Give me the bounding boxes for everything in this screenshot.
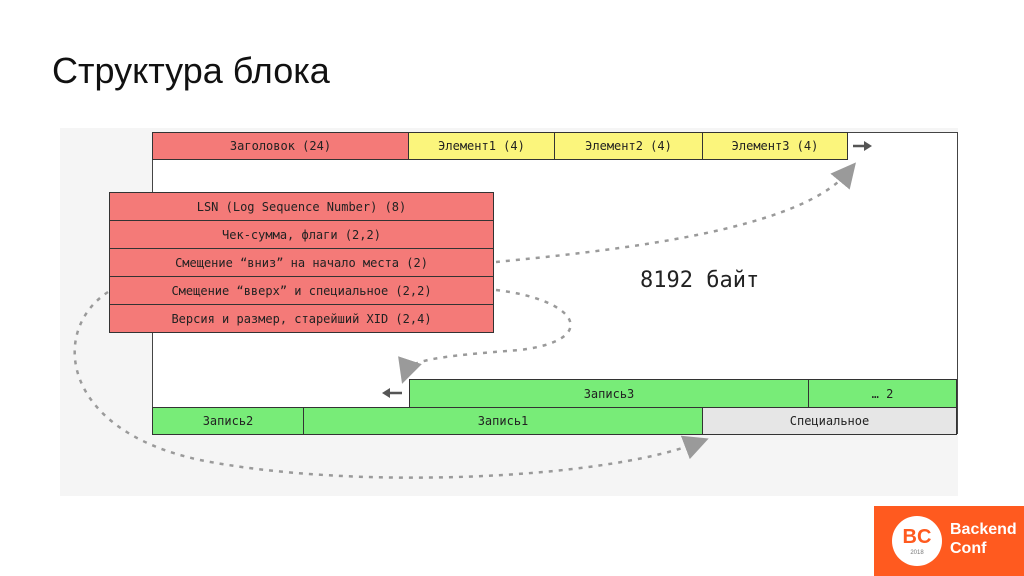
header-field-version-xid: Версия и размер, старейший XID (2,4): [109, 304, 494, 333]
lower-pointer-connector: [495, 162, 856, 264]
page-size-label: 8192 байт: [640, 268, 760, 293]
logo-wordmark: Backend Conf: [950, 520, 1017, 558]
backendconf-logo: BC 2018 Backend Conf: [874, 506, 1024, 576]
header-field-lsn: LSN (Log Sequence Number) (8): [109, 192, 494, 221]
item-pointer-1: Элемент1 (4): [408, 132, 555, 160]
slide-title: Структура блока: [52, 50, 330, 91]
logo-line2: Conf: [950, 540, 987, 557]
logo-mark-text: BC: [902, 525, 932, 548]
upper-pointer-connector: [398, 288, 572, 384]
special-pointer-connector: [73, 290, 709, 479]
logo-line1: Backend: [950, 521, 1017, 538]
tuple-2: Запись2: [152, 407, 304, 435]
header-field-lower: Смещение “вниз” на начало места (2): [109, 248, 494, 277]
item-pointer-3: Элемент3 (4): [702, 132, 848, 160]
logo-mark: BC 2018: [892, 516, 942, 566]
tuple-1: Запись1: [303, 407, 703, 435]
arrow-left-icon: [382, 388, 402, 398]
logo-year: 2018: [910, 549, 924, 556]
item-pointer-2: Элемент2 (4): [554, 132, 703, 160]
special-space: Специальное: [702, 407, 957, 435]
header-field-checksum: Чек-сумма, флаги (2,2): [109, 220, 494, 249]
arrow-right-icon: [853, 141, 872, 151]
